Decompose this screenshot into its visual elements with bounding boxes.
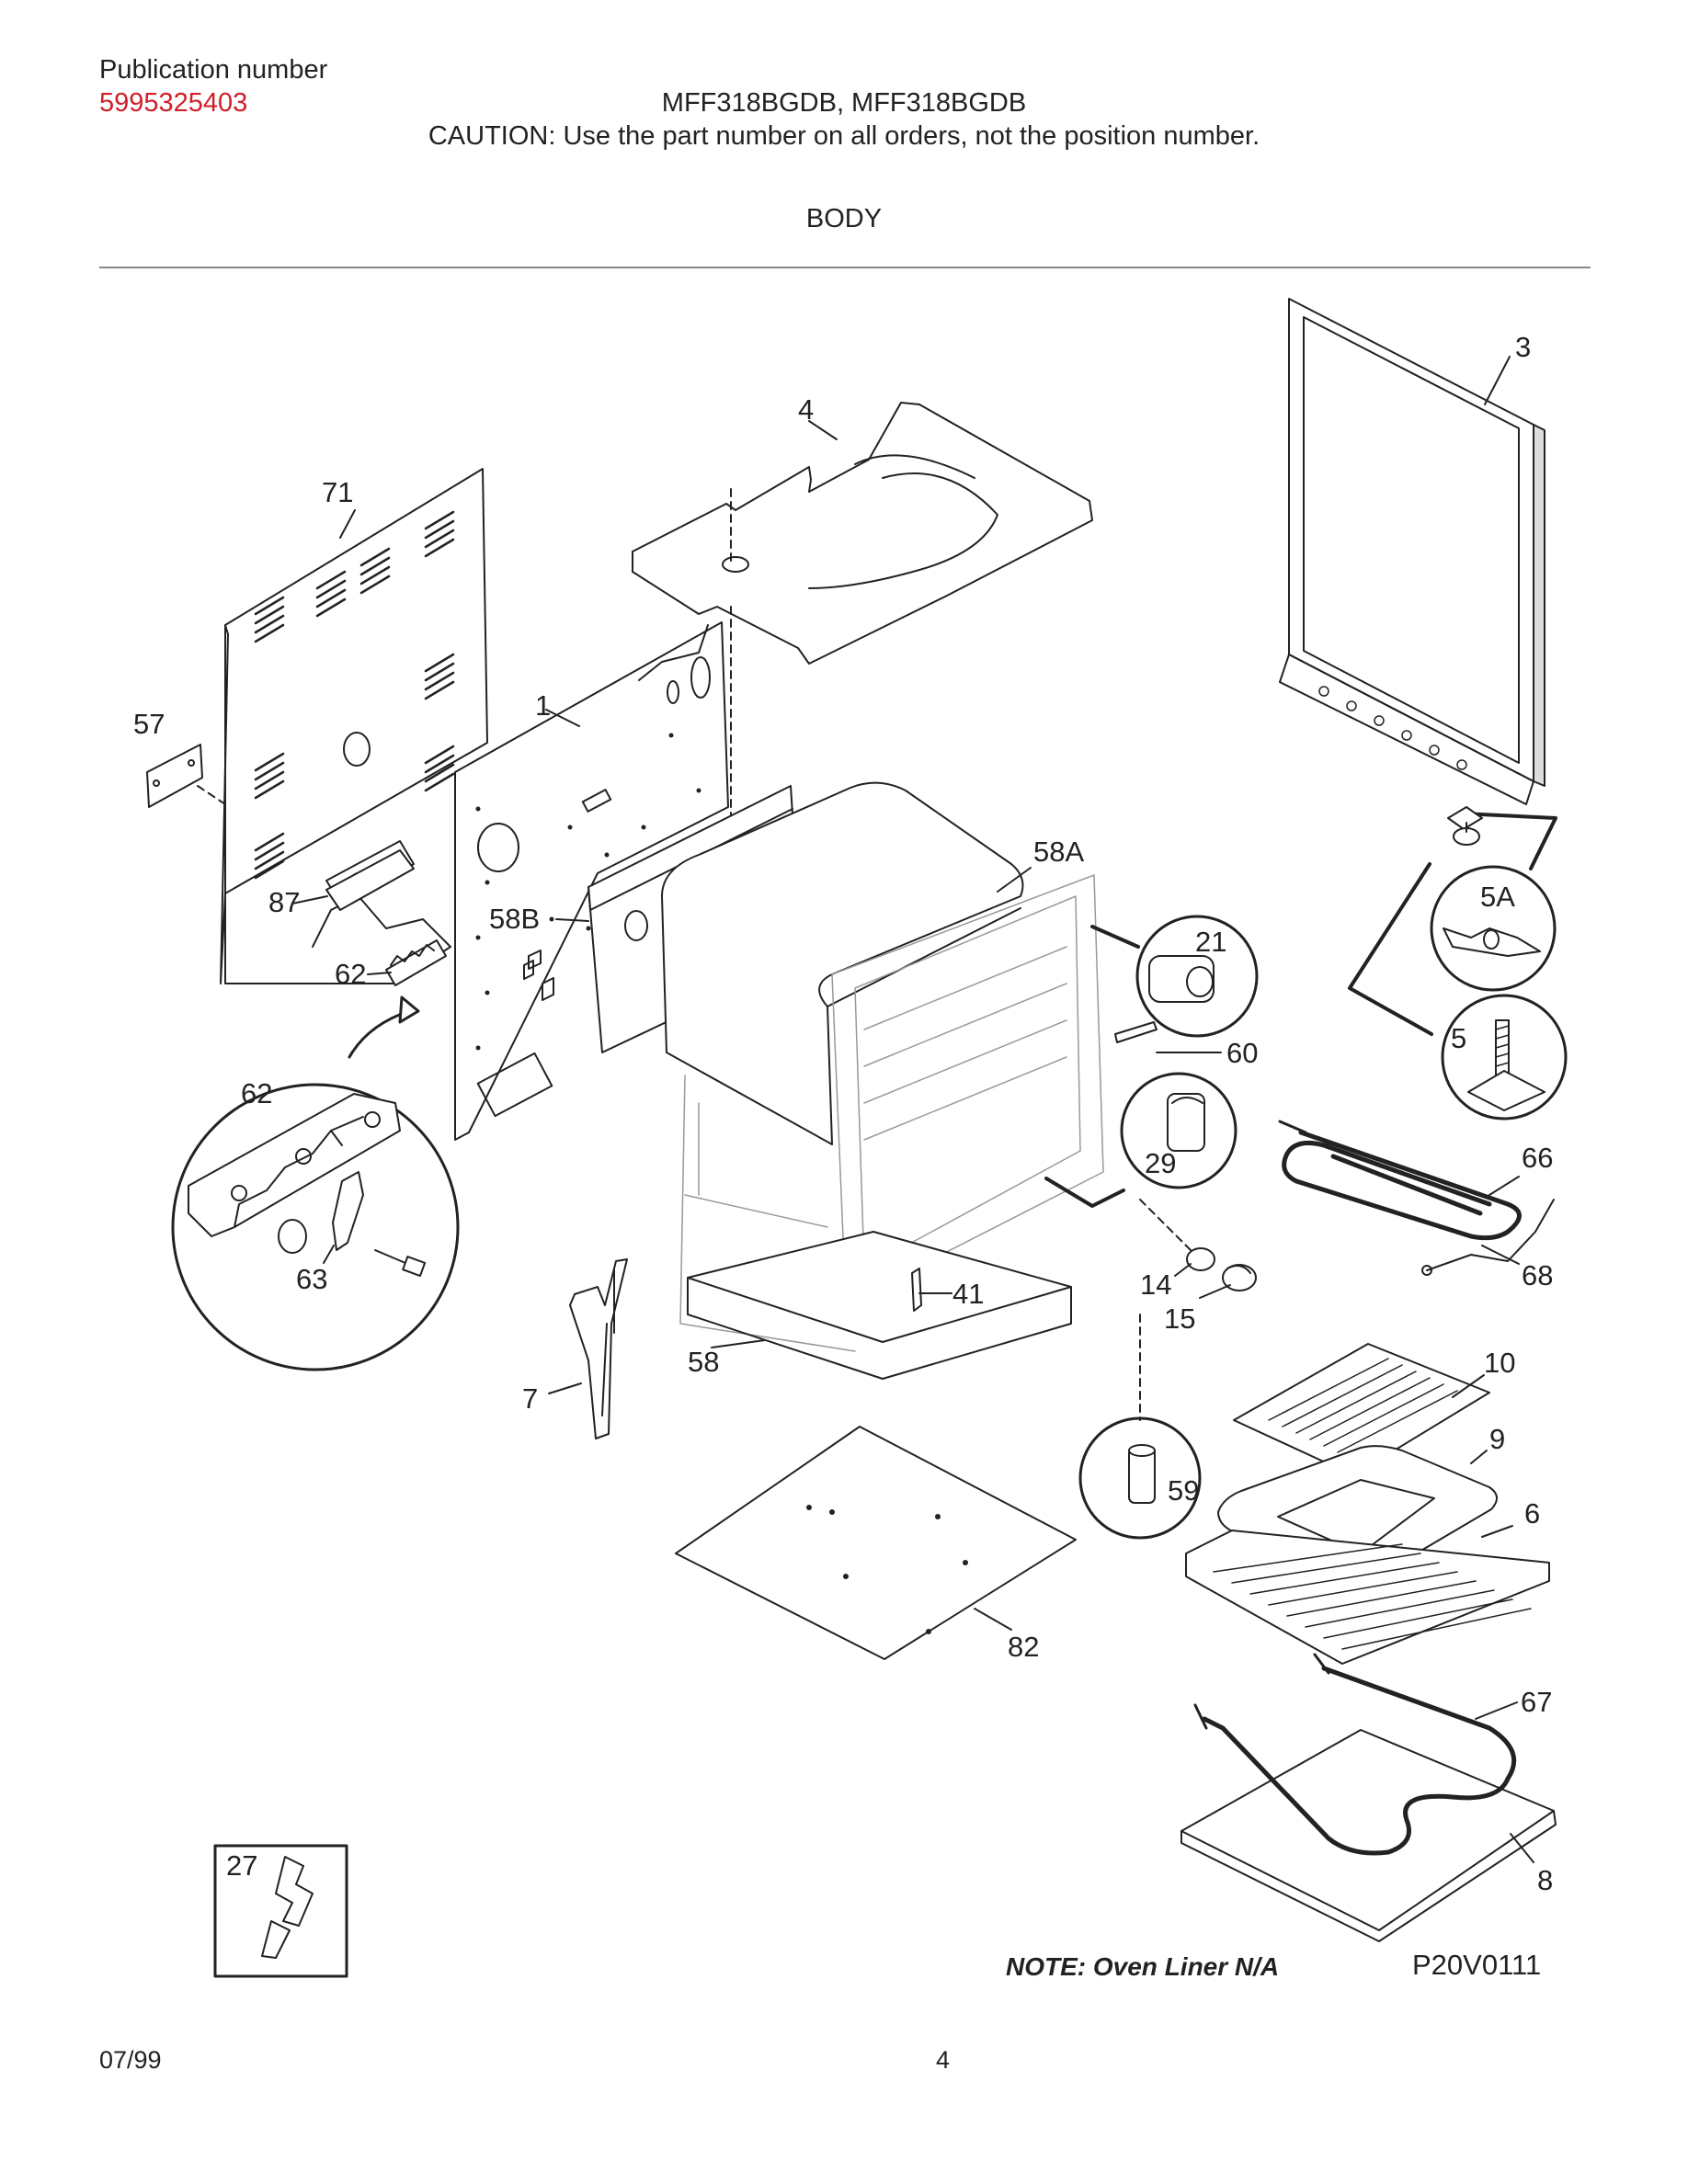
leader-lines xyxy=(291,356,1534,1863)
label-29: 29 xyxy=(1145,1147,1176,1179)
detail-circle-21 xyxy=(1090,915,1259,1038)
label-87: 87 xyxy=(268,886,300,918)
detail-circle-5A xyxy=(1430,865,1557,992)
label-7: 7 xyxy=(522,1382,538,1415)
clip-part-41 xyxy=(911,1268,922,1312)
hinge-part-7 xyxy=(569,1258,628,1439)
insulation-part-58A xyxy=(661,781,1024,1145)
label-1: 1 xyxy=(535,689,551,722)
back-panel-part-71 xyxy=(220,468,488,984)
detail-circle-5 xyxy=(1441,994,1568,1120)
insulation-part-58 xyxy=(687,1231,1072,1380)
lamp-parts-14-15 xyxy=(1139,1199,1257,1291)
label-3: 3 xyxy=(1515,331,1531,363)
model-numbers: MFF318BGDB, MFF318BGDB xyxy=(661,88,1027,118)
wire-part-68 xyxy=(1421,1199,1555,1276)
oven-bottom-part-8 xyxy=(1180,1729,1557,1942)
label-58: 58 xyxy=(688,1346,719,1378)
side-panel-part-3 xyxy=(1279,298,1545,805)
section-title: BODY xyxy=(805,204,883,233)
broil-element-part-66 xyxy=(1278,1120,1522,1241)
label-68: 68 xyxy=(1522,1259,1553,1291)
part-60 xyxy=(1114,1021,1158,1043)
label-82: 82 xyxy=(1008,1631,1039,1663)
terminal-block-part-62 xyxy=(385,939,447,986)
bake-element-part-67 xyxy=(1193,1653,1517,1856)
caution-text: CAUTION: Use the part number on all orde… xyxy=(428,121,1260,151)
label-14: 14 xyxy=(1140,1268,1171,1301)
label-4: 4 xyxy=(798,393,814,426)
oven-rack-part-6 xyxy=(1185,1530,1550,1665)
label-58B: 58B xyxy=(489,903,540,935)
detail-circle-29 xyxy=(1044,1072,1237,1208)
publication-number: 5995325403 xyxy=(99,88,248,118)
part-number-labels: 3 4 71 1 57 87 58B 62 62 63 58A 21 5A 5 … xyxy=(133,331,1553,1896)
oven-cavity-frame xyxy=(679,874,1104,1352)
plate-part-57 xyxy=(146,744,226,808)
label-58A: 58A xyxy=(1033,836,1084,868)
label-15: 15 xyxy=(1164,1302,1195,1335)
top-panel-part-4 xyxy=(632,402,1093,883)
label-66: 66 xyxy=(1522,1142,1553,1174)
label-62-detail: 62 xyxy=(241,1077,272,1109)
publication-label: Publication number xyxy=(99,55,328,85)
label-6: 6 xyxy=(1524,1497,1540,1530)
detail-circle-62-63 xyxy=(171,995,460,1371)
label-21: 21 xyxy=(1195,926,1226,958)
footer-date: 07/99 xyxy=(99,2046,162,2074)
oven-liner-note: NOTE: Oven Liner N/A xyxy=(1006,1952,1280,1981)
footer-page-number: 4 xyxy=(936,2046,951,2074)
label-62-small: 62 xyxy=(335,958,366,990)
label-9: 9 xyxy=(1489,1423,1505,1455)
label-57: 57 xyxy=(133,708,165,740)
label-41: 41 xyxy=(952,1278,984,1310)
label-5A: 5A xyxy=(1480,881,1515,913)
drawing-code: P20V0111 xyxy=(1412,1949,1542,1981)
leveler-connector-lines xyxy=(1348,806,1557,1036)
label-59: 59 xyxy=(1168,1474,1199,1507)
detail-circle-59 xyxy=(1078,1314,1202,1540)
bracket-part-87 xyxy=(325,849,415,911)
broil-pan-insert-part-10 xyxy=(1233,1343,1490,1476)
label-67: 67 xyxy=(1521,1686,1552,1718)
label-5: 5 xyxy=(1451,1022,1466,1054)
header-divider xyxy=(99,267,1591,268)
label-60: 60 xyxy=(1226,1037,1258,1069)
label-27: 27 xyxy=(226,1849,257,1882)
label-71: 71 xyxy=(322,476,353,508)
back-frame-part-1 xyxy=(454,621,729,1141)
detail-box-27 xyxy=(213,1844,348,1978)
label-10: 10 xyxy=(1484,1347,1515,1379)
label-63: 63 xyxy=(296,1263,327,1295)
bottom-panel-part-82 xyxy=(675,1426,1077,1660)
label-8: 8 xyxy=(1537,1864,1553,1896)
